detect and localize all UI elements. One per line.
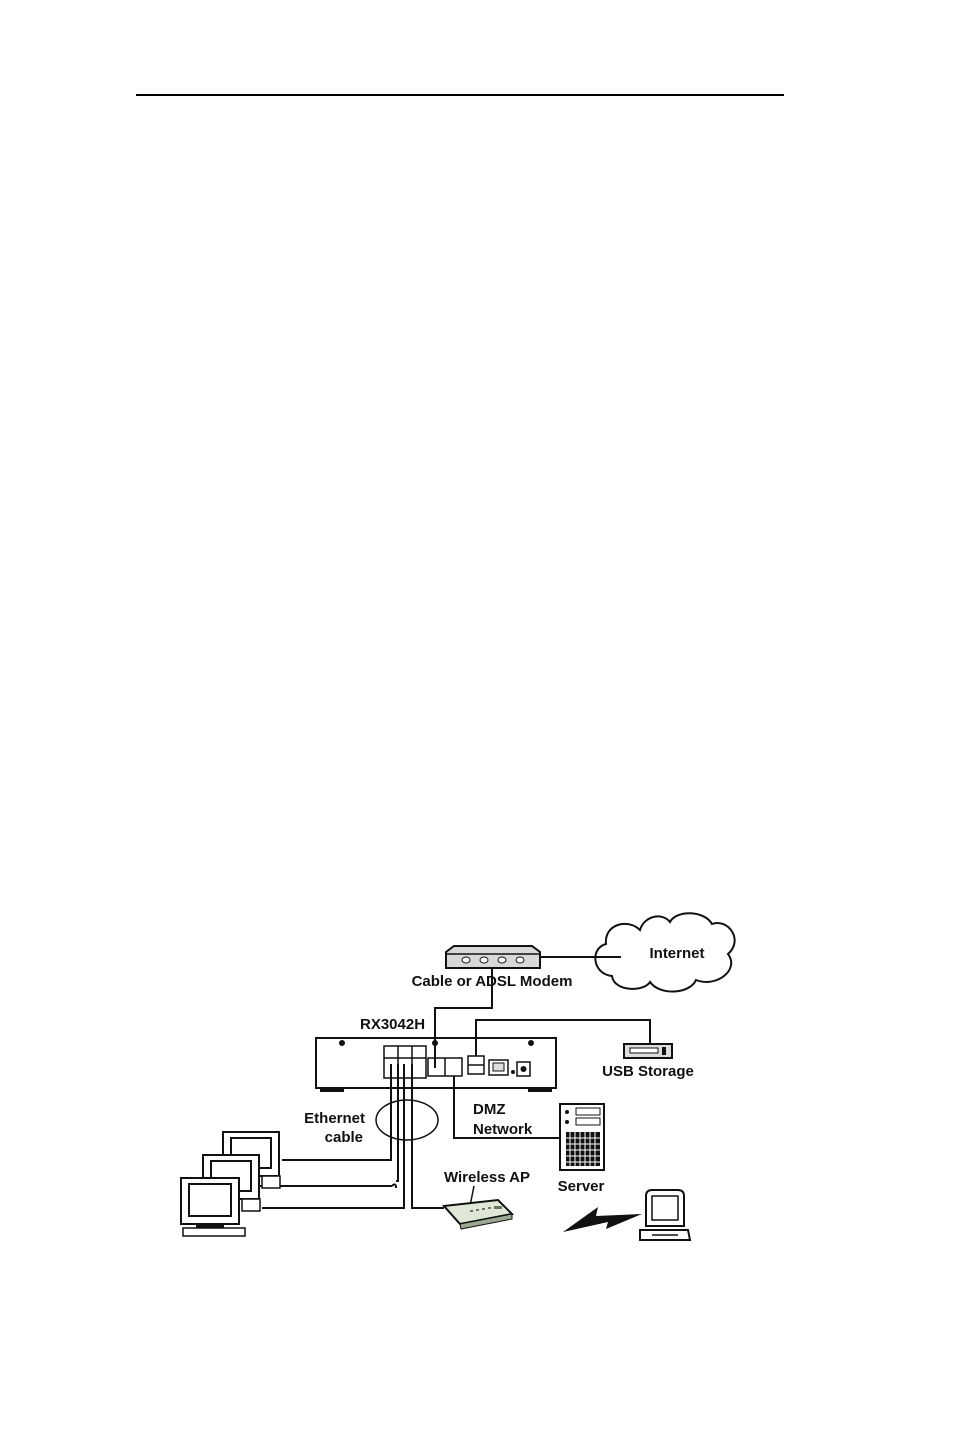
wireless-link-icon [563,1207,642,1232]
ethernet-label-line2: cable [325,1129,363,1146]
internet-label: Internet [649,945,704,962]
usb-storage-label: USB Storage [602,1063,694,1080]
server-label: Server [558,1178,605,1195]
desktop-pc-icon-front [181,1178,245,1236]
modem-icon [446,946,540,968]
server-icon [560,1104,604,1170]
router-label: RX3042H [360,1016,425,1033]
wireless-ap-icon [444,1186,512,1229]
ethernet-label-line1: Ethernet [304,1110,365,1127]
dmz-label-line1: DMZ [473,1101,506,1118]
laptop-icon [640,1190,690,1240]
usb-storage-icon [624,1044,672,1058]
ethernet-cable-highlight [376,1100,438,1140]
wireless-ap-label: Wireless AP [444,1169,530,1186]
dmz-label-line2: Network [473,1121,533,1138]
